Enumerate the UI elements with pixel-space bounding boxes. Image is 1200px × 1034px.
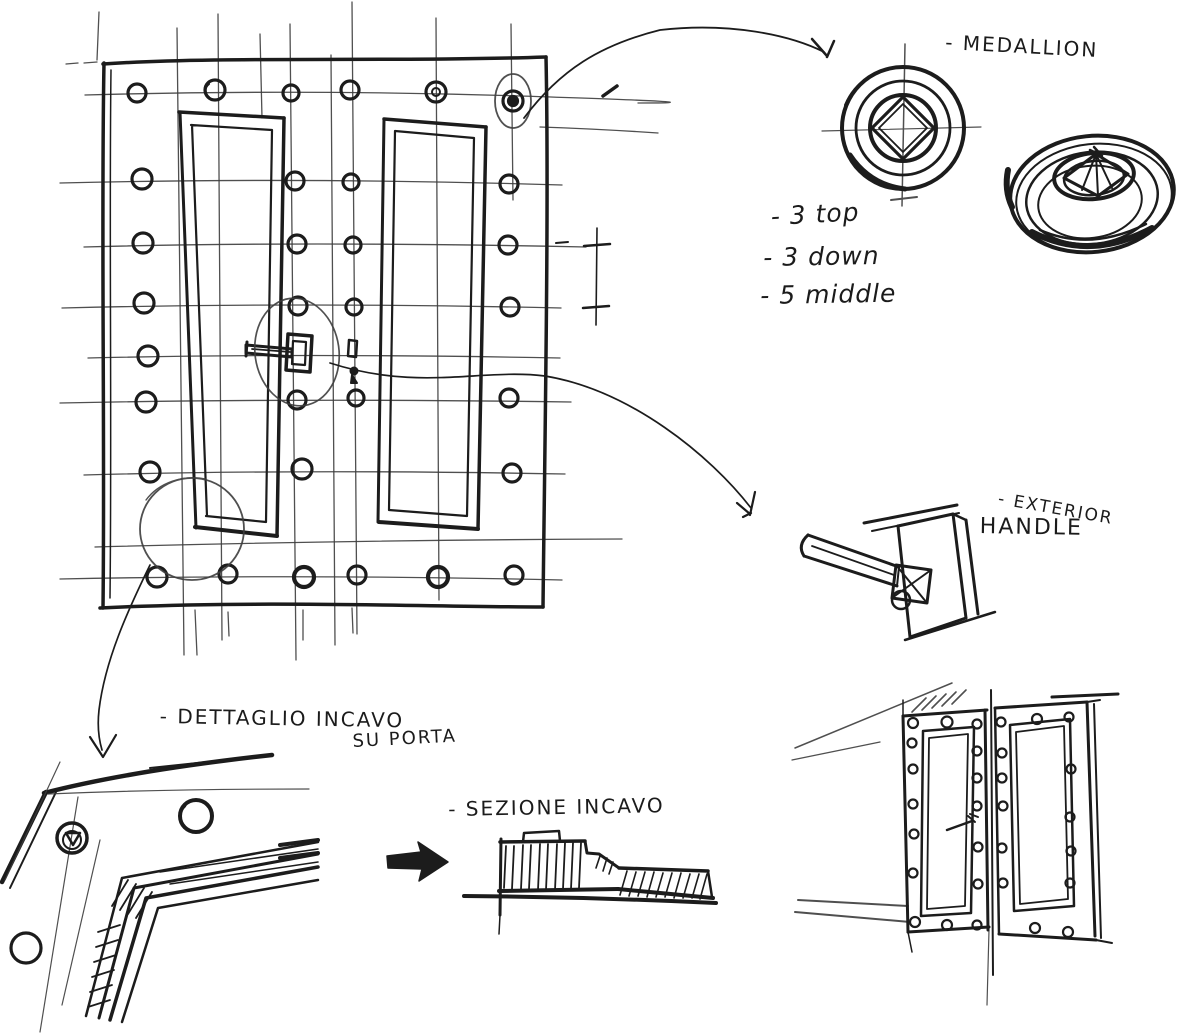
handle-detail-sketch — [799, 503, 997, 642]
stud-callout-circle — [494, 73, 532, 129]
door-right-panel — [376, 117, 488, 531]
keyhole — [346, 338, 359, 384]
medallion-count-down: - 3 down — [763, 240, 880, 272]
section-arrow-icon — [386, 841, 449, 882]
handle-callout-circle — [253, 297, 341, 407]
medallion-front-view — [821, 43, 982, 207]
section-detail-sketch — [462, 829, 718, 935]
medallion-count-top: - 3 top — [770, 197, 861, 231]
corner-detail-label-line1: - DETTAGLIO INCAVO — [159, 704, 405, 733]
door-handle — [244, 332, 314, 374]
door-left-panel — [177, 110, 286, 538]
arrow-to-medallion — [523, 26, 836, 119]
main-door-sketch — [59, 1, 671, 661]
medallion-perspective-view — [1003, 133, 1176, 255]
corner-callout-circle — [139, 477, 245, 581]
centerline-mark — [555, 84, 619, 326]
arrow-to-corner-detail — [88, 564, 151, 759]
arrow-to-handle-detail — [329, 362, 757, 519]
double-door-perspective-sketch — [791, 682, 1120, 1006]
exterior-handle-label-line2: HANDLE — [979, 514, 1084, 541]
corner-detail-hatching — [87, 879, 153, 1008]
perspective-door-studs — [906, 711, 1077, 939]
section-hatching-vertical — [503, 842, 582, 891]
section-detail-label: - SEZIONE INCAVO — [448, 793, 665, 821]
section-hatching-diagonal — [595, 855, 708, 900]
door-studs — [126, 78, 525, 590]
medallion-count-middle: - 5 middle — [760, 278, 897, 310]
corner-detail-sketch — [0, 752, 320, 1033]
